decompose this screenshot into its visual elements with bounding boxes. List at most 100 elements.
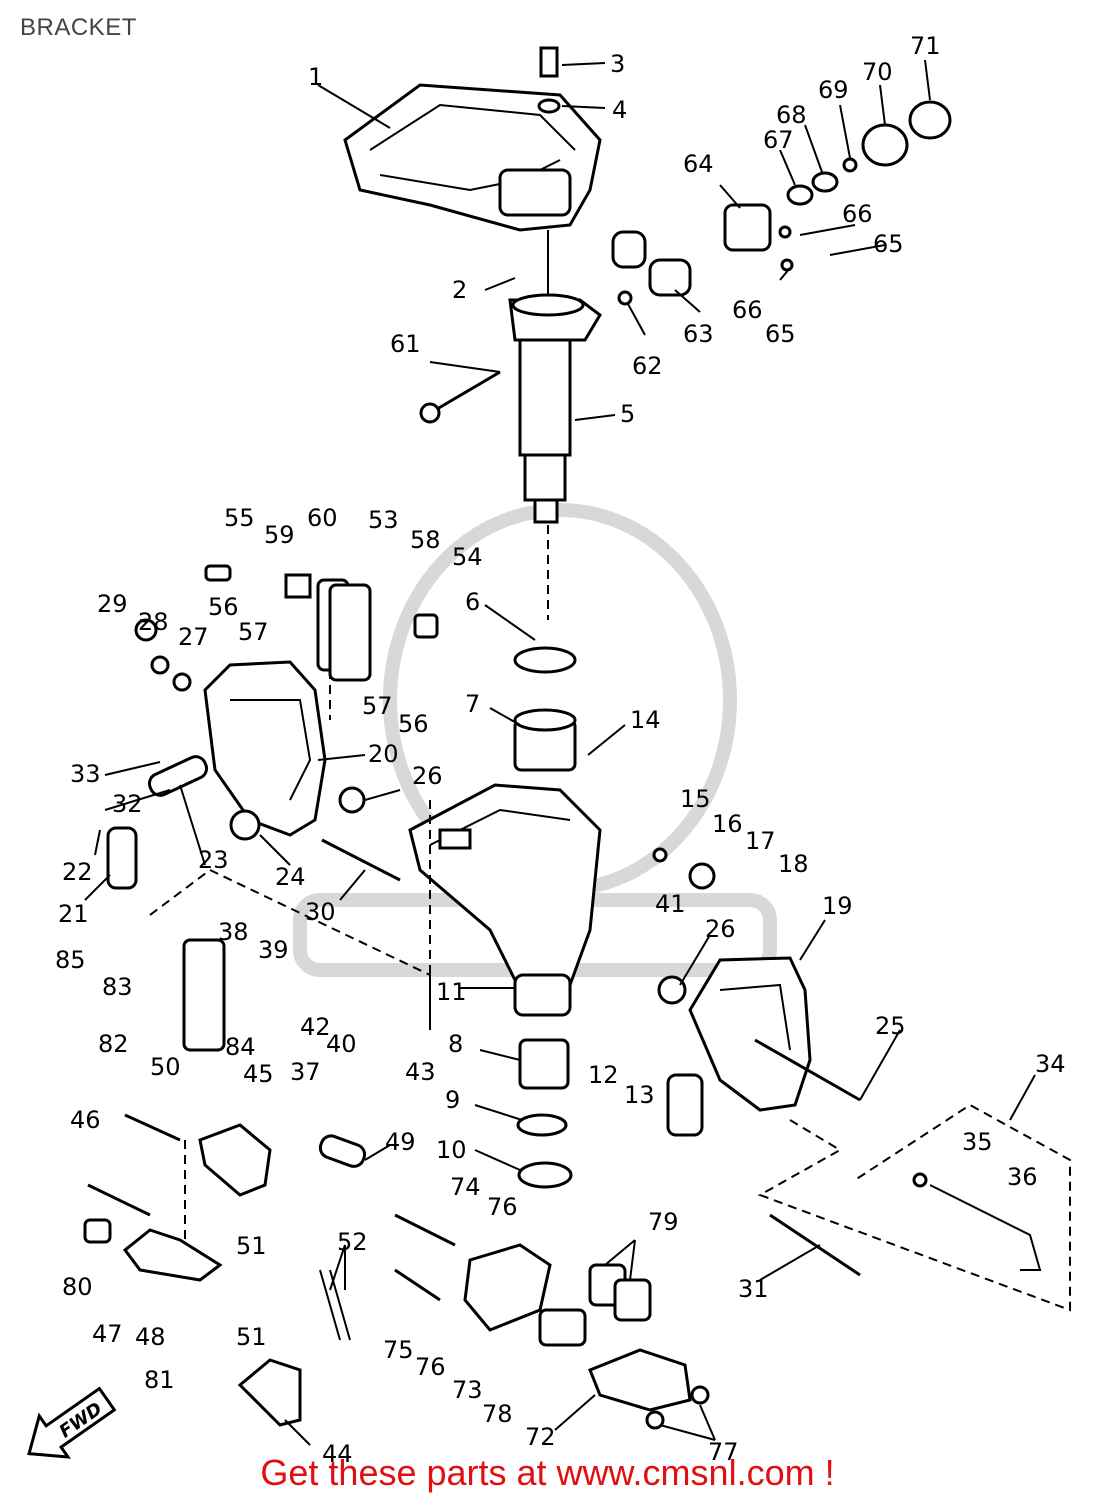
clamp-bracket-right-part (666, 956, 812, 1137)
callout-67: 67 (763, 126, 794, 154)
callout-57b: 57 (362, 692, 393, 720)
callout-29: 29 (97, 590, 128, 618)
bushing-parts (513, 646, 577, 772)
lower-center-parts (394, 1213, 710, 1430)
trim-hardware-parts (611, 100, 952, 306)
callout-79: 79 (648, 1208, 679, 1236)
callout-73: 73 (452, 1376, 483, 1404)
callout-16: 16 (712, 810, 743, 838)
callout-50: 50 (150, 1053, 181, 1081)
callout-14: 14 (630, 706, 661, 734)
callout-54: 54 (452, 543, 483, 571)
callout-2: 2 (452, 276, 467, 304)
callout-56a: 56 (208, 593, 239, 621)
callout-25: 25 (875, 1012, 906, 1040)
callout-65a: 65 (873, 230, 904, 258)
callout-22: 22 (62, 858, 93, 886)
callout-17: 17 (745, 827, 776, 855)
callout-24: 24 (275, 863, 306, 891)
callout-68: 68 (776, 101, 807, 129)
clamp-bracket-left-part (203, 578, 372, 837)
callout-15: 15 (680, 785, 711, 813)
callout-71: 71 (910, 32, 941, 60)
callout-30: 30 (305, 898, 336, 926)
callout-28: 28 (138, 608, 169, 636)
callout-23: 23 (198, 846, 229, 874)
bolt-61-part (419, 370, 501, 424)
callout-78: 78 (482, 1400, 513, 1428)
callout-18: 18 (778, 850, 809, 878)
callout-12: 12 (588, 1061, 619, 1089)
callout-51a: 51 (236, 1232, 267, 1260)
callout-39: 39 (258, 936, 289, 964)
callout-5: 5 (620, 400, 635, 428)
callout-11: 11 (436, 978, 467, 1006)
callout-3: 3 (610, 50, 625, 78)
callout-70: 70 (862, 58, 893, 86)
callout-72: 72 (525, 1423, 556, 1451)
callout-76b: 76 (415, 1353, 446, 1381)
callout-27: 27 (178, 623, 209, 651)
callout-65b: 65 (765, 320, 796, 348)
callout-4: 4 (612, 96, 627, 124)
callout-59: 59 (264, 521, 295, 549)
callout-76a: 76 (487, 1193, 518, 1221)
callout-33: 33 (70, 760, 101, 788)
lower-left-parts (83, 1113, 367, 1427)
assembly-outline-lines (149, 610, 1071, 1312)
callout-56b: 56 (398, 710, 429, 738)
callout-40: 40 (326, 1030, 357, 1058)
callout-20: 20 (368, 740, 399, 768)
callout-74: 74 (450, 1173, 481, 1201)
callout-labels: 1 2 3 4 5 6 7 8 9 10 11 12 13 14 15 16 1… (55, 32, 1066, 1468)
callout-66a: 66 (842, 200, 873, 228)
callout-63: 63 (683, 320, 714, 348)
callout-21: 21 (58, 900, 89, 928)
small-hardware-parts (106, 564, 716, 1052)
callout-58: 58 (410, 526, 441, 554)
callout-45: 45 (243, 1060, 274, 1088)
lower-right-parts (754, 1038, 1042, 1277)
callout-26b: 26 (705, 915, 736, 943)
callout-48: 48 (135, 1323, 166, 1351)
callout-46: 46 (70, 1106, 101, 1134)
callout-60: 60 (307, 504, 338, 532)
leader-lines (84, 59, 1036, 1446)
callout-57a: 57 (238, 618, 269, 646)
callout-8: 8 (448, 1030, 463, 1058)
callout-75: 75 (383, 1336, 414, 1364)
callout-19: 19 (822, 892, 853, 920)
callout-1: 1 (308, 63, 323, 91)
callout-13: 13 (624, 1081, 655, 1109)
callout-26a: 26 (412, 762, 443, 790)
callout-47: 47 (92, 1320, 123, 1348)
callout-83: 83 (102, 973, 133, 1001)
callout-55: 55 (224, 504, 255, 532)
callout-53: 53 (368, 506, 399, 534)
callout-37: 37 (290, 1058, 321, 1086)
callout-42: 42 (300, 1013, 331, 1041)
callout-81: 81 (144, 1366, 175, 1394)
callout-80: 80 (62, 1273, 93, 1301)
callout-85: 85 (55, 946, 86, 974)
callout-31: 31 (738, 1275, 769, 1303)
callout-61: 61 (390, 330, 421, 358)
footer-link[interactable]: Get these parts at www.cmsnl.com ! (260, 1452, 835, 1493)
callout-82: 82 (98, 1030, 129, 1058)
callout-77: 77 (708, 1438, 739, 1466)
callout-10: 10 (436, 1136, 467, 1164)
callout-6: 6 (465, 588, 480, 616)
callout-9: 9 (445, 1086, 460, 1114)
callout-7: 7 (465, 690, 480, 718)
callout-41: 41 (655, 890, 686, 918)
steering-bracket-part (343, 46, 602, 232)
callout-84: 84 (225, 1033, 256, 1061)
callout-64: 64 (683, 150, 714, 178)
callout-62: 62 (632, 352, 663, 380)
callout-38: 38 (218, 918, 249, 946)
callout-34: 34 (1035, 1050, 1066, 1078)
callout-66b: 66 (732, 296, 763, 324)
callout-52: 52 (337, 1228, 368, 1256)
lower-bushing-parts (516, 1038, 573, 1189)
